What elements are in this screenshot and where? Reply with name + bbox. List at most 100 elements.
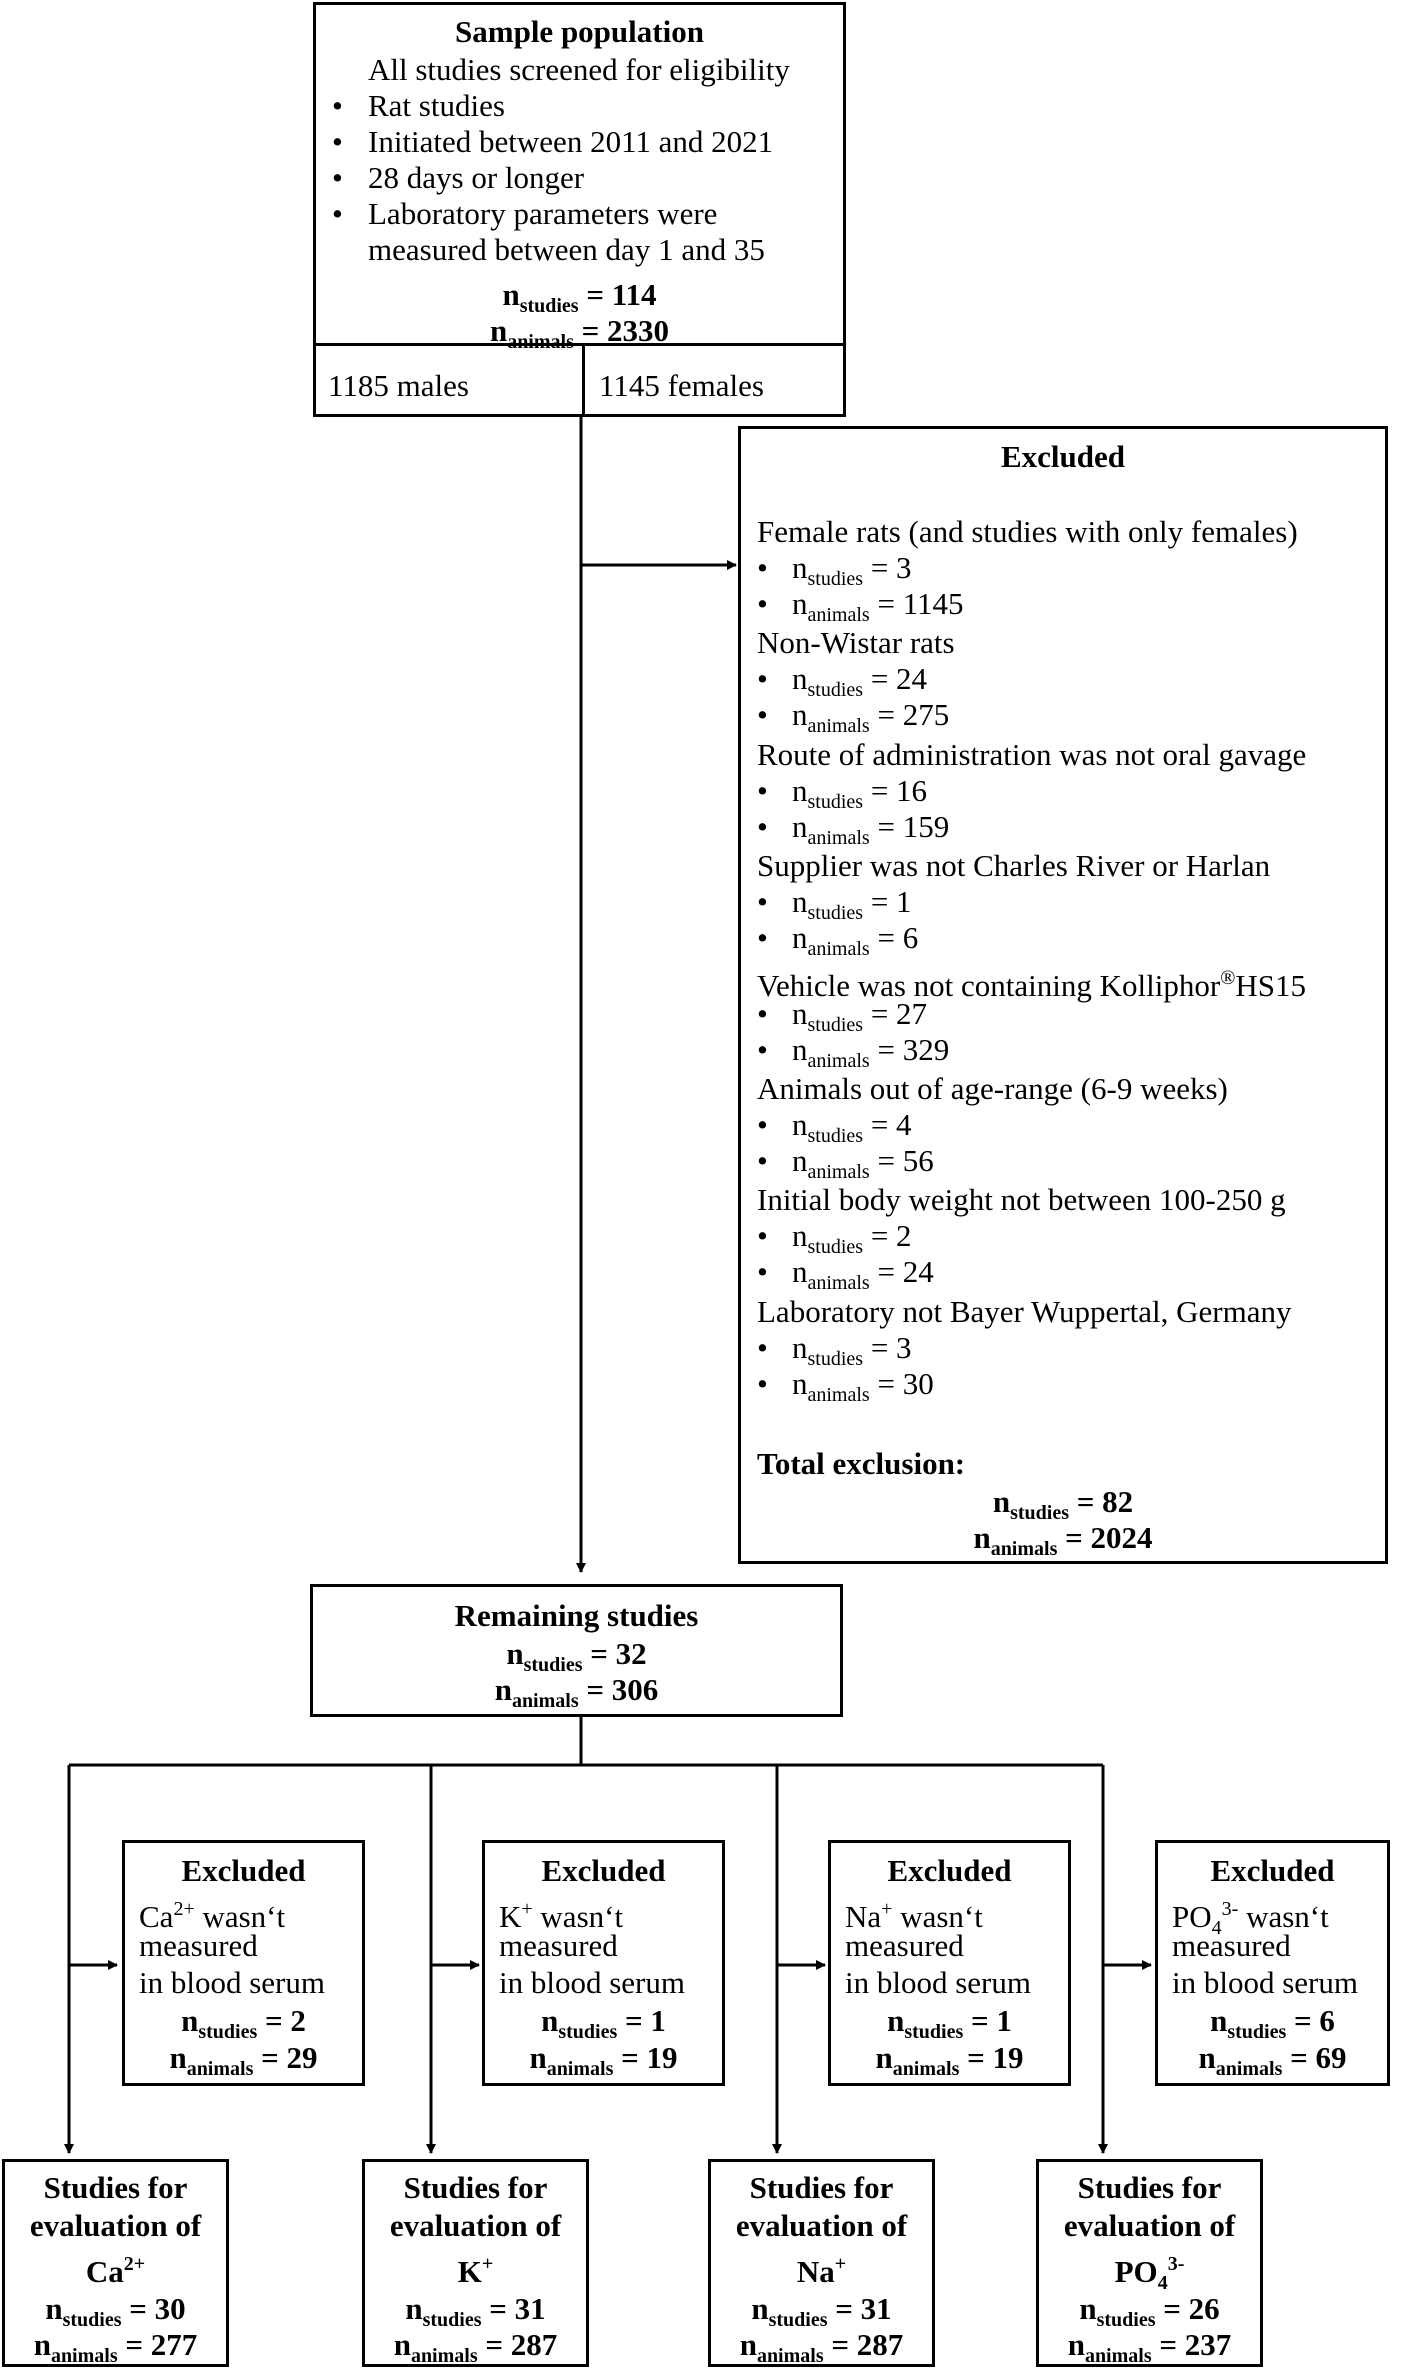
animals-value: 275	[902, 697, 950, 733]
studies-value: 6	[1319, 2003, 1335, 2038]
bullet: •	[757, 1329, 768, 1365]
studies-subscript: studies	[768, 2309, 828, 2331]
studies-value: 24	[896, 661, 928, 697]
n-symbol: n	[393, 2327, 411, 2362]
criterion-n-animals: nanimals = 275	[792, 697, 949, 744]
n-symbol: n	[792, 697, 808, 733]
criterion-n-animals: nanimals = 6	[792, 920, 918, 967]
criterion-n-studies: nstudies = 16	[792, 773, 927, 820]
studies-subscript: studies	[198, 2021, 258, 2043]
ion-charge: +	[481, 2253, 494, 2275]
animals-value: 329	[902, 1031, 950, 1067]
n-symbol: n	[792, 550, 808, 585]
equals-sign: =	[869, 1365, 903, 1401]
equals-sign: =	[827, 2291, 861, 2326]
n-symbol: n	[875, 2040, 893, 2075]
studies-value: 4	[896, 1107, 912, 1142]
total-n-studies: nstudies = 82	[992, 1484, 1134, 1524]
equals-sign: =	[477, 2327, 511, 2362]
na-evaluation-ion: Na+	[708, 2246, 935, 2290]
ion-charge: 3-	[1167, 2253, 1185, 2275]
equals-sign: =	[863, 1218, 897, 1254]
criterion-n-animals: nanimals = 24	[792, 1254, 934, 1301]
n-symbol: n	[1079, 2291, 1097, 2326]
excluded-main-title: Excluded	[1000, 439, 1126, 474]
studies-value: 1	[996, 2003, 1012, 2038]
k-excluded-reason: K+ wasn‘t	[499, 1891, 623, 1935]
n-symbol: n	[792, 1218, 808, 1254]
animals-value: 159	[902, 808, 950, 844]
evaluation-line: Studies for	[403, 2170, 548, 2205]
k-excluded-n-studies: nstudies = 1	[482, 2003, 725, 2050]
reason-line: in blood serum	[845, 1965, 1031, 2000]
equals-sign: =	[869, 808, 903, 844]
ion-symbol: Na	[845, 1899, 882, 1934]
divider	[582, 346, 585, 414]
sample-population-box	[313, 2, 846, 417]
animals-value: 24	[902, 1254, 934, 1290]
equals-sign: =	[1286, 2003, 1320, 2038]
evaluation-line: Studies for	[43, 2170, 188, 2205]
reason-line: measured	[499, 1928, 618, 1963]
animals-subscript: animals	[807, 1049, 870, 1072]
criterion-n-animals: nanimals = 1145	[792, 586, 964, 633]
bullet: •	[757, 1031, 768, 1067]
bullet: •	[757, 995, 768, 1031]
reason-text: wasn‘t	[1238, 1899, 1329, 1934]
exclusion-criterion-label: Non-Wistar rats	[757, 625, 955, 661]
n-symbol: n	[792, 920, 808, 956]
studies-value: 27	[896, 995, 928, 1031]
reason-line: in blood serum	[499, 1965, 685, 2000]
n-symbol: n	[529, 2040, 547, 2075]
exclusion-criterion-label: Animals out of age-range (6-9 weeks)	[757, 1071, 1228, 1106]
criterion-n-studies: nstudies = 3	[792, 1330, 912, 1377]
sample-criterion: Laboratory parameters were	[368, 196, 718, 231]
k-evaluation-box	[362, 2159, 589, 2367]
studies-value: 3	[896, 1329, 912, 1365]
equals-sign: =	[959, 2040, 993, 2075]
equals-sign: =	[613, 2040, 647, 2075]
reason-line: measured	[1172, 1928, 1291, 1963]
ca-evaluation-n-animals: nanimals = 277	[2, 2327, 229, 2369]
studies-value: 2	[290, 2003, 306, 2038]
studies-value: 30	[154, 2291, 186, 2326]
equals-sign: =	[863, 661, 897, 697]
males-count: 1185 males	[328, 368, 469, 403]
animals-value: 56	[902, 1143, 934, 1178]
equals-sign: =	[863, 1329, 897, 1365]
total-n-animals: nanimals = 2024	[973, 1520, 1153, 1560]
criterion-n-animals: nanimals = 159	[792, 809, 949, 856]
po4-excluded-box	[1155, 1840, 1390, 2086]
k-evaluation-ion: K+	[362, 2246, 589, 2290]
animals-subscript: animals	[50, 2345, 118, 2367]
n-symbol: n	[792, 661, 808, 697]
na-evaluation-n-animals: nanimals = 287	[708, 2327, 935, 2369]
sample-criterion: measured between day 1 and 35	[368, 232, 765, 267]
exclusion-criterion-label: Female rats (and studies with only femal…	[757, 514, 1298, 549]
animals-subscript: animals	[756, 2345, 824, 2367]
studies-subscript: studies	[807, 568, 864, 590]
animals-value: 19	[992, 2040, 1024, 2075]
studies-subscript: studies	[807, 790, 864, 813]
studies-subscript: studies	[807, 902, 864, 925]
studies-value: 1	[650, 2003, 666, 2038]
ca-excluded-title: Excluded	[181, 1853, 306, 1888]
animals-subscript: animals	[410, 2345, 478, 2367]
equals-sign: =	[257, 2003, 291, 2038]
bullet: •	[757, 772, 768, 808]
equals-sign: =	[869, 586, 903, 621]
equals-sign: =	[1155, 2291, 1189, 2326]
sample-n-studies: nstudies = 114	[502, 277, 657, 317]
k-excluded-title: Excluded	[541, 1853, 666, 1888]
sample-criterion: Initiated between 2011 and 2021	[368, 124, 774, 159]
criterion-n-animals: nanimals = 30	[792, 1366, 934, 1413]
animals-subscript: animals	[807, 715, 870, 738]
n-symbol: n	[751, 2291, 769, 2326]
animals-value: 287	[856, 2327, 904, 2362]
studies-subscript: studies	[1227, 2021, 1287, 2043]
ion-charge: +	[521, 1898, 533, 1920]
n-symbol: n	[1198, 2040, 1216, 2075]
k-excluded-box	[482, 1840, 725, 2086]
ca-excluded-n-animals: nanimals = 29	[122, 2040, 365, 2087]
ca-evaluation-n-studies: nstudies = 30	[2, 2291, 229, 2338]
